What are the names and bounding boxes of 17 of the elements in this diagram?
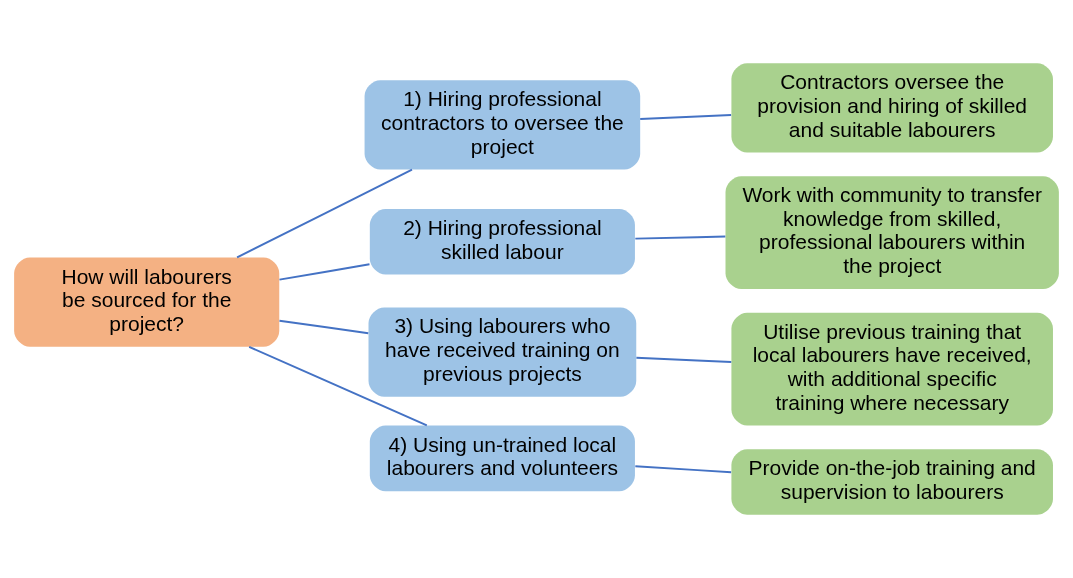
node-box: Utilise previous training that local labourers have received, with additional specific training where necessary xyxy=(731,312,1053,426)
node-box: 4) Using un-trained local labourers and volunteers xyxy=(369,425,635,492)
connector xyxy=(635,356,733,363)
connector xyxy=(248,345,428,427)
connector xyxy=(278,263,371,281)
connector xyxy=(639,113,733,120)
connector xyxy=(634,465,733,474)
node-box: 1) Hiring professional contractors to oversee the project xyxy=(364,80,641,170)
node-box: Work with community to transfer knowledge from skilled, professional labourers within the project xyxy=(725,176,1059,289)
node-box: Contractors oversee the provision and hiring of skilled and suitable labourers xyxy=(731,63,1053,153)
node-box: How will labourers be sourced for the project? xyxy=(14,257,280,347)
node-box: 2) Hiring professional skilled labour xyxy=(369,208,635,275)
connector xyxy=(236,168,413,259)
connector xyxy=(278,319,370,335)
connector xyxy=(634,235,727,240)
node-box: 3) Using labourers who have received training on previous projects xyxy=(368,307,637,397)
node-box: Provide on-the-job training and supervision to labourers xyxy=(731,449,1053,515)
